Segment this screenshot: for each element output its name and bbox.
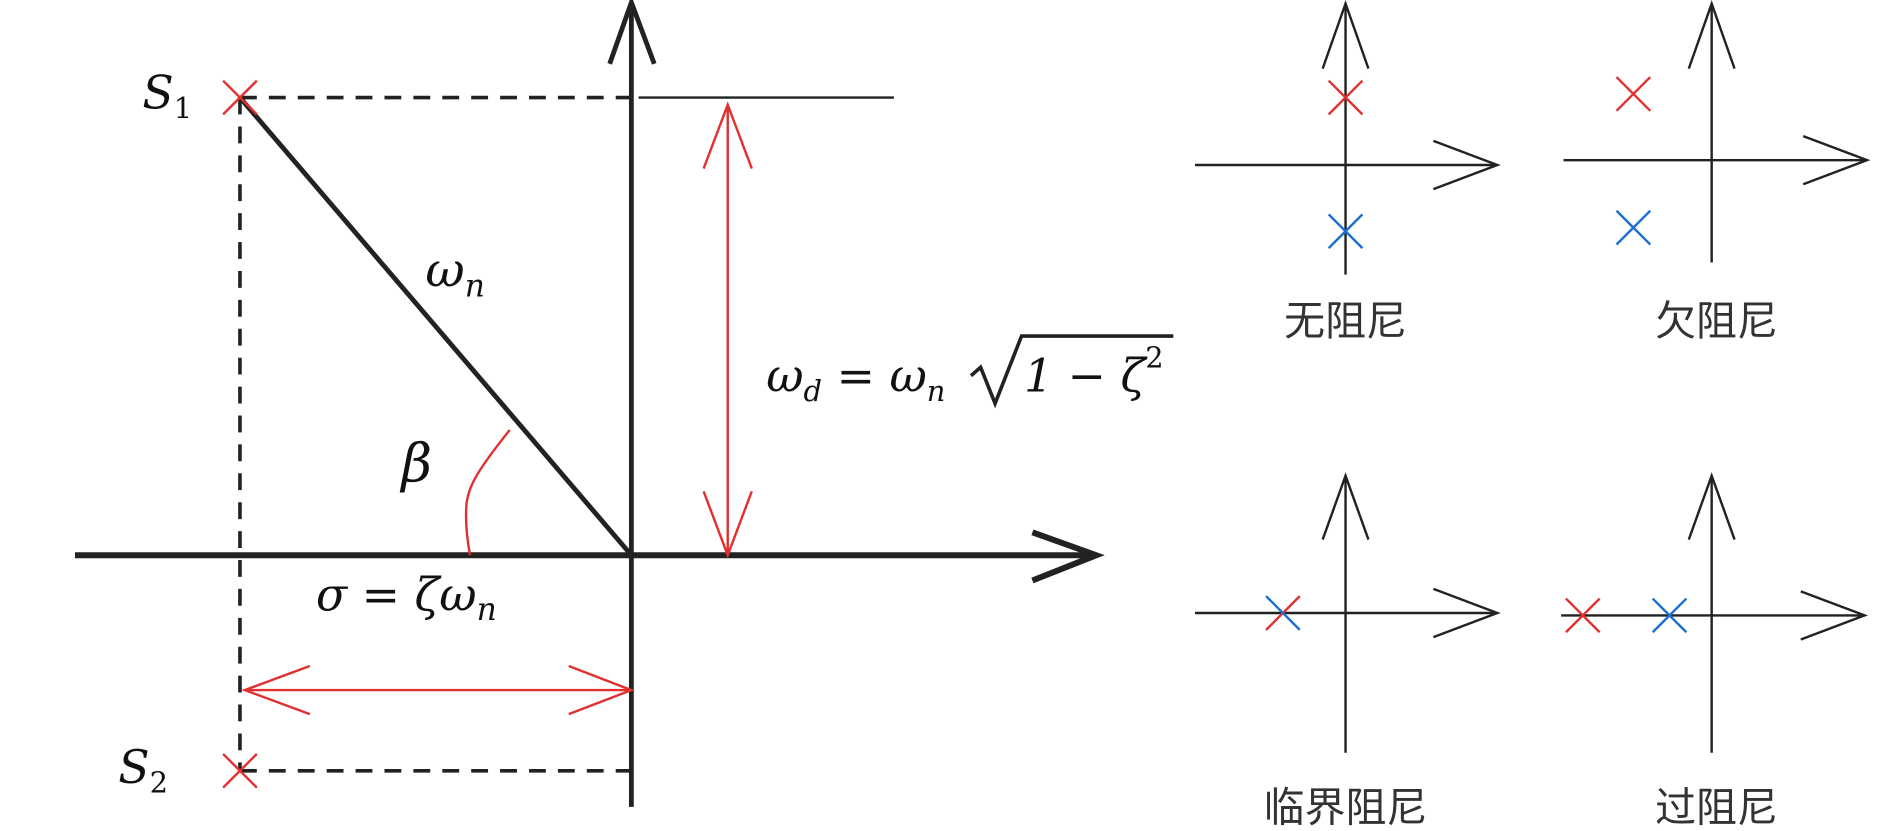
pole-blue-cross — [1327, 213, 1364, 249]
omega-d-dimension-arrow — [702, 101, 753, 559]
pole-s1-cross — [222, 79, 258, 116]
main-real-axis — [74, 529, 1105, 584]
pole-s2-label: S2 — [118, 741, 168, 800]
pole-s2-cross — [222, 753, 258, 789]
pole-red-cross — [1327, 79, 1364, 116]
svg-text:1 − ζ2: 1 − ζ2 — [1024, 340, 1164, 402]
pole-blue-stroke — [1265, 595, 1301, 631]
panel-label: 过阻尼 — [1655, 783, 1778, 831]
omega-d-formula: ωd = ωn 1 − ζ2 — [766, 334, 1174, 409]
pole-blue-cross — [1651, 597, 1688, 634]
pole-blue-cross — [1615, 209, 1652, 246]
panel-critically-damped: 临界阻尼 — [1195, 472, 1501, 831]
beta-angle-arc — [464, 429, 511, 556]
beta-label: β — [399, 434, 432, 495]
panel-label: 临界阻尼 — [1264, 783, 1428, 831]
panel-label: 无阻尼 — [1284, 297, 1407, 345]
panel-undamped: 无阻尼 — [1195, 0, 1501, 345]
dashed-guides — [238, 95, 632, 773]
panel-underdamped: 欠阻尼 — [1563, 0, 1871, 345]
pole-s1-label: S1 — [142, 66, 192, 125]
pole-red-cross — [1565, 597, 1601, 634]
main-imag-axis — [607, 0, 657, 807]
sigma-dimension-arrow — [241, 664, 635, 716]
svg-text:ωd = ωn: ωd = ωn — [766, 349, 945, 408]
panel-overdamped: 过阻尼 — [1561, 472, 1869, 831]
omega-n-label: ωn — [425, 243, 484, 305]
sigma-label: σ = ζωn — [316, 569, 497, 629]
omega-n-vector — [238, 95, 634, 557]
panel-label: 欠阻尼 — [1655, 297, 1778, 345]
pole-red-cross — [1615, 76, 1652, 112]
